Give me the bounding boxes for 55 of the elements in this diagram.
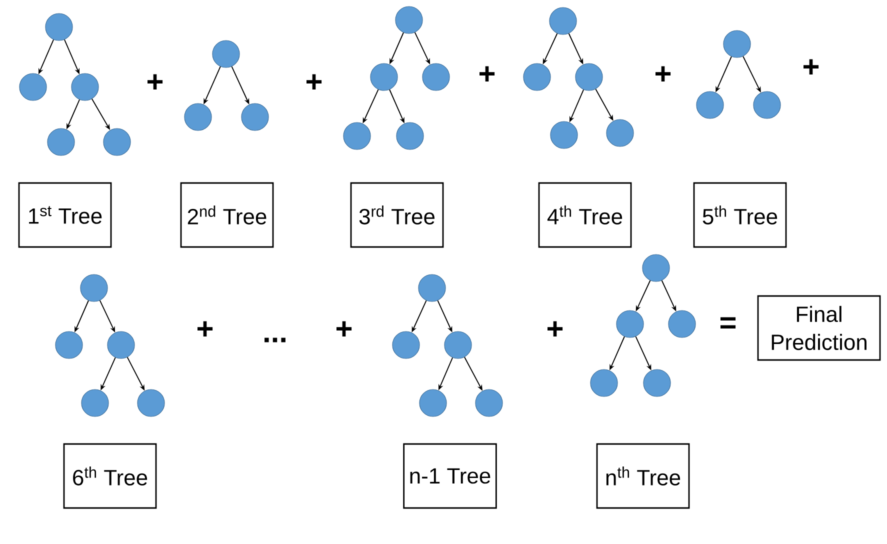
operator-sign: + [148, 74, 163, 90]
circle-node [241, 103, 269, 131]
circle-node [55, 331, 83, 359]
circle-node [523, 63, 551, 91]
circle-node [80, 274, 108, 302]
circle-node [696, 91, 724, 119]
circle-node [616, 310, 644, 338]
label-box: 3$^{rd}$ Tree [350, 182, 444, 248]
circle-node [575, 63, 603, 91]
operator-sign: + [198, 321, 213, 336]
operator-sign: + [548, 321, 563, 336]
circle-node [642, 254, 670, 282]
circle-node [753, 91, 781, 119]
label-box: n-1 Tree [403, 443, 497, 509]
circle-node [343, 122, 371, 150]
circle-node [396, 122, 424, 150]
circle-node [19, 73, 47, 101]
circle-node [71, 73, 99, 101]
label-box: 1$^{st}$ Tree [18, 182, 112, 248]
label-box: n$^{th}$ Tree [596, 443, 690, 509]
label-box: 5$^{th}$ Tree [693, 182, 787, 248]
circle-node [184, 103, 212, 131]
circle-node [422, 63, 450, 91]
operator-sign: + [336, 321, 352, 336]
operator-sign: + [656, 66, 671, 82]
circle-node [81, 389, 109, 417]
circle-node [419, 389, 447, 417]
circle-node [103, 128, 131, 156]
circle-node [47, 128, 75, 156]
circle-node [395, 6, 423, 34]
circle-node [444, 331, 472, 359]
operator-sign: + [480, 66, 495, 82]
label-box: 4$^{th}$ Tree [538, 182, 632, 248]
circle-node [549, 7, 577, 35]
operator-sign: ... [264, 338, 286, 342]
circle-node [392, 331, 420, 359]
circle-node [723, 30, 751, 58]
circle-node [212, 40, 240, 68]
circle-node [590, 369, 618, 397]
circle-node [137, 389, 165, 417]
operator-sign: + [804, 59, 819, 74]
circle-node [370, 63, 398, 91]
circle-node [606, 119, 634, 147]
circle-node [550, 121, 578, 149]
operator-sign: = [720, 317, 736, 329]
label-box: 6$^{th}$ Tree [63, 443, 157, 509]
circle-node [418, 274, 446, 302]
circle-node [475, 389, 503, 417]
operator-sign: + [306, 74, 322, 90]
label-box: Final Prediction [757, 295, 881, 361]
circle-node [107, 331, 135, 359]
circle-node [643, 369, 671, 397]
circle-node [45, 13, 73, 41]
label-box: 2$^{nd}$ Tree [180, 182, 274, 248]
circle-node [668, 310, 696, 338]
